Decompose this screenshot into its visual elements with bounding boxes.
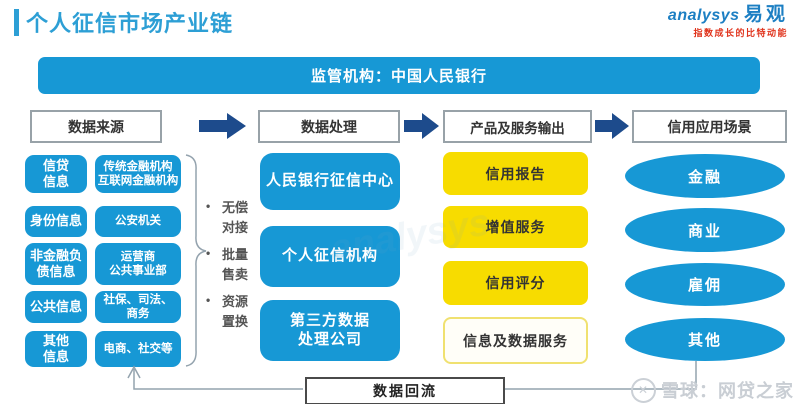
logo-brand-en: analysys <box>667 7 740 24</box>
logo-brand-cn: 易观 <box>743 4 788 25</box>
product-credit-report: 信用报告 <box>443 152 588 195</box>
flow-arrow-icon <box>595 112 629 140</box>
flow-arrow-icon <box>199 112 246 140</box>
site-watermark-text: 雪球：网贷之家 <box>661 381 794 401</box>
processor-pboc-credit-center: 人民银行征信中心 <box>260 153 400 210</box>
data-source-social-security-justice: 社保、司法、 商务 <box>95 291 181 323</box>
bullet-icon: • <box>206 293 211 307</box>
scenario-other: 其他 <box>625 318 785 361</box>
processor-third-party-data-company: 第三方数据 处理公司 <box>260 300 400 361</box>
analysys-logo: analysys 易观 指数成长的比特动能 <box>667 4 788 39</box>
data-type-public-info: 公共信息 <box>25 291 87 323</box>
list-item: •无偿 对接 <box>206 199 249 235</box>
list-item: •批量 售卖 <box>206 246 249 282</box>
list-item: •资源 置换 <box>206 293 249 329</box>
scenario-commerce: 商业 <box>625 208 785 252</box>
data-source-financial-institutions: 传统金融机构 互联网金融机构 <box>95 155 181 193</box>
title-accent-bar <box>14 9 19 36</box>
product-credit-score: 信用评分 <box>443 261 588 305</box>
bullet-icon: • <box>206 246 211 260</box>
data-source-ecommerce-social: 电商、社交等 <box>95 331 181 367</box>
product-info-data-services: 信息及数据服务 <box>443 317 588 364</box>
regulator-banner: 监管机构：中国人民银行 <box>38 57 760 94</box>
scenario-employment: 雇佣 <box>625 263 785 306</box>
flow-arrow-icon <box>404 112 439 140</box>
data-source-public-security: 公安机关 <box>95 206 181 237</box>
exchange-methods-list: •无偿 对接 •批量 售卖 •资源 置换 <box>206 198 248 339</box>
processor-personal-credit-agencies: 个人征信机构 <box>260 226 400 287</box>
data-source-operators-utilities: 运营商 公共事业部 <box>95 243 181 285</box>
page-title: 个人征信市场产业链 <box>26 11 234 36</box>
data-type-other-info: 其他 信息 <box>25 331 87 367</box>
stage-header-data-processing: 数据处理 <box>258 110 400 143</box>
xueqiu-logo-icon: ✕ <box>631 377 656 403</box>
scenario-finance: 金融 <box>625 154 785 198</box>
stage-header-products-services: 产品及服务输出 <box>443 110 592 143</box>
site-watermark: ✕ 雪球：网贷之家 <box>631 377 794 403</box>
logo-tagline: 指数成长的比特动能 <box>693 27 788 38</box>
data-backflow-box: 数据回流 <box>305 377 505 404</box>
data-type-credit-info: 信贷 信息 <box>25 155 87 193</box>
stage-header-credit-scenarios: 信用应用场景 <box>632 110 787 143</box>
data-type-nonfinancial-debt: 非金融负 债信息 <box>25 243 87 285</box>
up-arrowhead-icon <box>127 365 141 379</box>
product-value-added-services: 增值服务 <box>443 206 588 248</box>
logo-wordmark: analysys 易观 <box>667 4 788 26</box>
stage-header-data-sources: 数据来源 <box>30 110 162 143</box>
data-type-identity-info: 身份信息 <box>25 206 87 237</box>
bullet-icon: • <box>206 199 211 213</box>
